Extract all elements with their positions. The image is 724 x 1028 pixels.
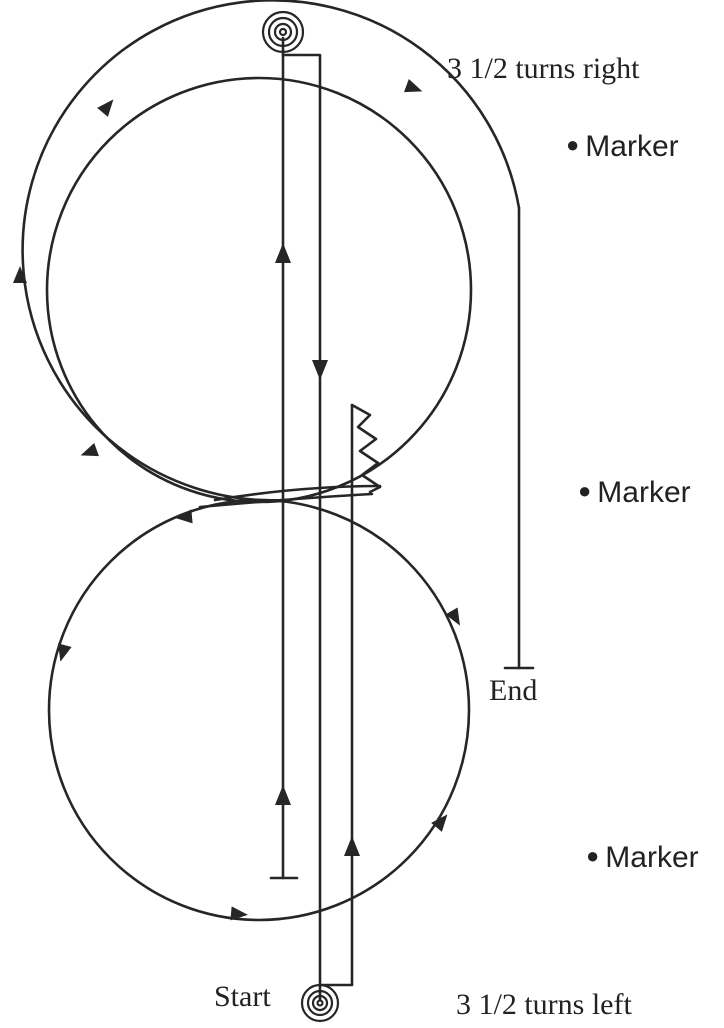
arrow-head-icon [13,266,27,283]
start-label: Start [214,980,271,1013]
arrow-head-icon [344,836,360,856]
arrow-head-icon [97,99,114,117]
arrow-head-icon [431,814,448,832]
arrow-head-icon [58,643,72,662]
upper-circle-inner [45,76,473,504]
arrow-head-icon [275,785,291,805]
top-connector [281,53,322,1002]
zigzag-mark [350,403,382,494]
arrow-head-icon [312,360,328,380]
upper-loop-outer-path [21,0,521,502]
end-label: End [489,674,538,707]
arrow-head-icon [175,509,193,524]
bullet-dot: ● [578,478,592,503]
bottom-connector [318,403,354,987]
crossing-strand-upper [213,484,382,502]
spiral-icon-top [261,10,305,54]
bullet-dot: ● [586,843,600,868]
arrow-head-icon [445,607,460,626]
marker-middle: ●Marker [578,476,691,510]
marker-top: ●Marker [566,130,679,164]
arrow-head-icon [404,79,423,93]
bottom-spiral-label: 3 1/2 turns left [456,988,632,1021]
arrow-head-icon [230,906,248,921]
marker-label: Marker [597,476,691,509]
crossing-strand-lower [198,492,374,509]
marker-label: Marker [585,130,679,163]
marker-label: Marker [605,841,699,874]
spiral-icon-bottom [300,983,340,1023]
lower-circle [47,498,471,922]
arrow-head-icon [275,243,291,263]
arrow-head-icon [80,443,99,457]
marker-bottom: ●Marker [586,841,699,875]
top-spiral-label: 3 1/2 turns right [447,52,640,85]
bullet-dot: ● [566,132,580,157]
